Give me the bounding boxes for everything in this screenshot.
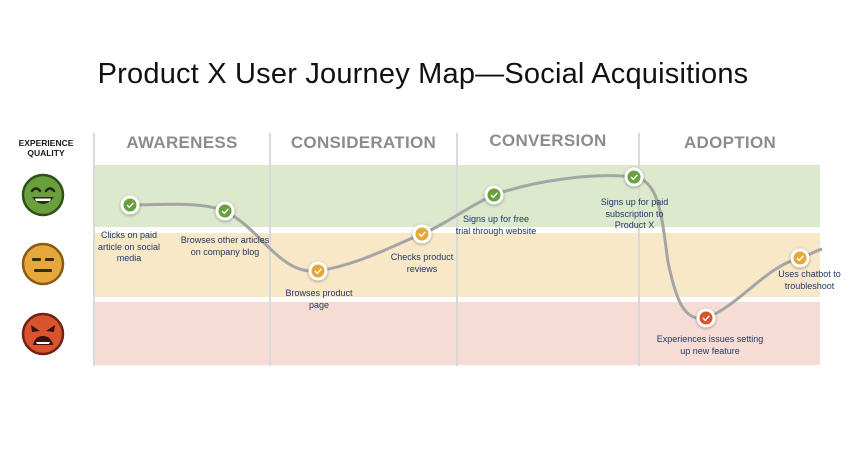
phase-divider [456, 133, 458, 366]
step-caption: Checks product reviews [390, 252, 454, 274]
happy-face-icon [21, 173, 65, 217]
experience-quality-label: EXPERIENCE QUALITY [18, 138, 74, 158]
angry-face-icon [21, 312, 65, 356]
neutral-face-icon [21, 242, 65, 286]
step-caption: Uses chatbot to troubleshoot [778, 269, 841, 291]
step-marker [484, 185, 504, 205]
step-caption: Clicks on paid article on social media [97, 230, 161, 263]
phase-divider [93, 133, 95, 366]
step-marker [412, 224, 432, 244]
step-caption: Signs up for free trial through website [455, 214, 537, 236]
page-title: Product X User Journey Map—Social Acquis… [97, 58, 749, 90]
journey-path [129, 174, 823, 320]
phase-heading-consideration: CONSIDERATION [290, 133, 437, 152]
step-marker [215, 201, 235, 221]
step-caption: Experiences issues setting up new featur… [656, 334, 764, 356]
phase-heading-adoption: ADOPTION [683, 133, 777, 152]
step-caption: Signs up for paid subscription to Produc… [600, 197, 669, 230]
step-marker [308, 261, 328, 281]
step-caption: Browses other articles on company blog [180, 235, 270, 257]
phase-heading-conversion: CONVERSION [489, 131, 607, 150]
step-caption: Browses product page [285, 288, 353, 310]
step-marker [120, 195, 140, 215]
step-marker [696, 308, 716, 328]
phase-heading-awareness: AWARENESS [126, 133, 238, 152]
step-marker [624, 167, 644, 187]
phase-divider [638, 133, 640, 366]
step-marker [790, 248, 810, 268]
